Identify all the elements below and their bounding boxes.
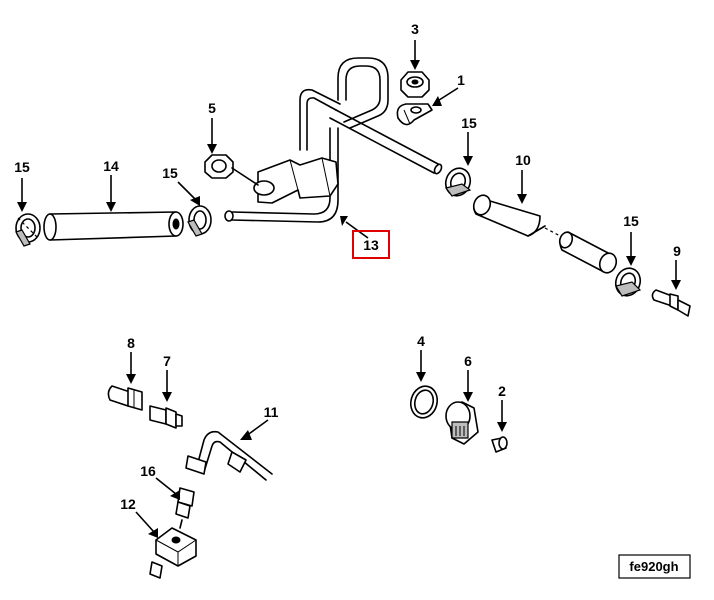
- valve-6: [445, 401, 479, 445]
- mounting-bracket: [253, 157, 339, 204]
- callout-16: 16: [140, 463, 156, 479]
- hose-clamp-15-left: [15, 213, 41, 247]
- figure-code: fe920gh: [618, 554, 691, 579]
- callout-10: 10: [515, 152, 531, 168]
- callout-labels: 3 1 5 15 14 15 15 10 13 15 9 8 7 11 16 1…: [14, 21, 681, 512]
- callout-15-left: 15: [14, 159, 30, 175]
- nut-3: [400, 71, 430, 98]
- nut-5: [204, 154, 259, 186]
- callout-7: 7: [163, 353, 171, 369]
- callout-9: 9: [673, 243, 681, 259]
- hose-clamp-15-lower-right: [614, 267, 642, 297]
- callout-4: 4: [417, 333, 425, 349]
- hose-14: [43, 211, 184, 241]
- callout-15-middle: 15: [162, 165, 178, 181]
- callout-15-upper-right: 15: [461, 115, 477, 131]
- callout-2: 2: [498, 383, 506, 399]
- hose-clamp-15-upper-right: [444, 167, 472, 197]
- clamp-1: [396, 103, 433, 126]
- block-fitting-12: [149, 527, 197, 579]
- callout-11: 11: [264, 404, 279, 420]
- tube-assembly-13: [224, 57, 443, 223]
- figure-code-text: fe920gh: [629, 559, 678, 574]
- hose-clamp-15-middle: [187, 205, 212, 237]
- hose-10: [472, 194, 618, 274]
- fitting-7: [149, 405, 183, 429]
- tube-11: [185, 430, 273, 481]
- callout-14: 14: [103, 158, 119, 174]
- plug-2: [491, 436, 508, 453]
- callout-12: 12: [120, 496, 136, 512]
- callout-8: 8: [127, 335, 135, 351]
- fitting-9: [651, 289, 691, 317]
- callout-3: 3: [411, 21, 419, 37]
- highlight-box-13: [352, 230, 390, 259]
- o-ring-4: [409, 385, 439, 419]
- callout-6: 6: [464, 353, 472, 369]
- callout-15-lower-right: 15: [623, 213, 639, 229]
- leader-arrows: [17, 40, 681, 538]
- fitting-8: [107, 385, 143, 411]
- callout-1: 1: [457, 72, 465, 88]
- callout-5: 5: [208, 100, 216, 116]
- figure-code-box: [618, 554, 691, 579]
- callout-13: 13: [363, 237, 379, 253]
